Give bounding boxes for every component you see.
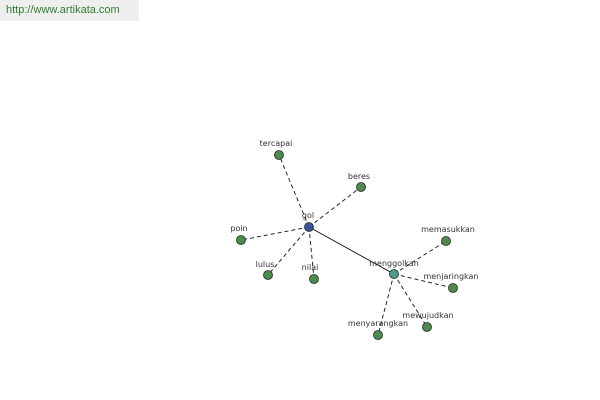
node-tercapai[interactable]: tercapai — [260, 139, 293, 160]
node-gol[interactable]: gol — [302, 211, 314, 232]
edge-gol-poin — [240, 226, 310, 241]
node-label-poin: poin — [230, 224, 247, 233]
node-circle-menyarangkan[interactable] — [373, 330, 383, 340]
node-circle-mewujudkan[interactable] — [422, 322, 432, 332]
node-nilai[interactable]: nilai — [302, 263, 319, 284]
node-beres[interactable]: beres — [348, 172, 370, 192]
edges-layer — [240, 154, 454, 336]
edge-gol-menggolkan — [308, 226, 395, 275]
node-label-menggolkan: menggolkan — [369, 259, 419, 268]
node-label-lulus: lulus — [256, 260, 275, 269]
site-url-link[interactable]: http://www.artikata.com — [0, 0, 139, 21]
nodes-layer: gol tercapai beres poin lulus nilai menggolkan… — [230, 139, 479, 340]
edge-menggolkan-mewujudkan — [393, 273, 428, 328]
node-circle-tercapai[interactable] — [274, 150, 284, 160]
edge-menggolkan-menyarangkan — [377, 273, 395, 336]
node-label-beres: beres — [348, 172, 370, 181]
node-circle-nilai[interactable] — [309, 274, 319, 284]
node-poin[interactable]: poin — [230, 224, 248, 245]
node-circle-memasukkan[interactable] — [441, 236, 451, 246]
node-label-nilai: nilai — [302, 263, 319, 272]
node-label-tercapai: tercapai — [260, 139, 293, 148]
node-circle-gol[interactable] — [304, 222, 314, 232]
node-label-mewujudkan: mewujudkan — [402, 311, 453, 320]
node-circle-beres[interactable] — [356, 182, 366, 192]
node-circle-menggolkan[interactable] — [389, 269, 399, 279]
edge-gol-beres — [308, 186, 362, 228]
node-menggolkan[interactable]: menggolkan — [369, 259, 419, 279]
node-label-memasukkan: memasukkan — [421, 225, 475, 234]
edge-menggolkan-memasukkan — [393, 240, 447, 275]
node-mewujudkan[interactable]: mewujudkan — [402, 311, 454, 332]
node-memasukkan[interactable]: memasukkan — [421, 225, 475, 246]
node-circle-poin[interactable] — [236, 235, 246, 245]
node-label-menjaringkan: menjaringkan — [423, 272, 478, 281]
node-label-menyarangkan: menyarangkan — [348, 319, 408, 328]
node-circle-menjaringkan[interactable] — [448, 283, 458, 293]
node-lulus[interactable]: lulus — [256, 260, 275, 280]
node-menjaringkan[interactable]: menjaringkan — [423, 272, 479, 293]
edge-gol-lulus — [267, 226, 310, 276]
node-circle-lulus[interactable] — [263, 270, 273, 280]
node-menyarangkan[interactable]: menyarangkan — [348, 319, 408, 340]
node-label-gol: gol — [302, 211, 314, 220]
edge-gol-nilai — [308, 226, 315, 280]
edge-menggolkan-menjaringkan — [393, 273, 454, 289]
edge-gol-tercapai — [278, 154, 310, 228]
